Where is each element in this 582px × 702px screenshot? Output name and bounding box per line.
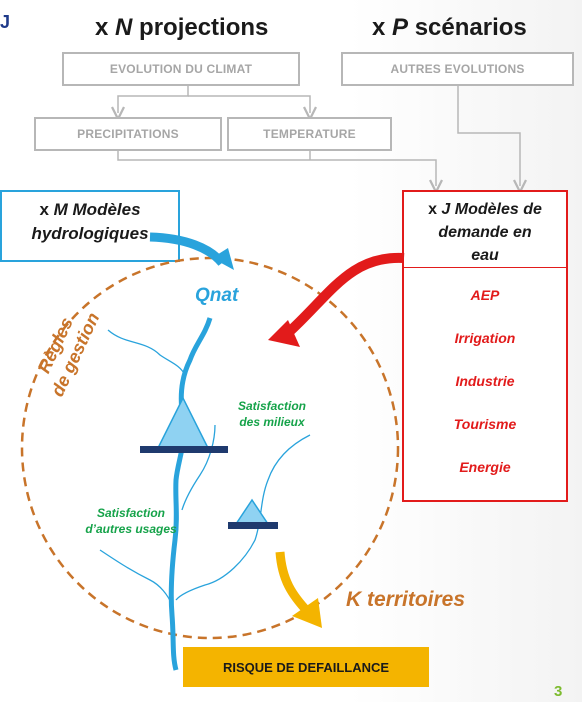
satisfaction-usages-line2: d’autres usages bbox=[85, 522, 177, 536]
box-autres-evolutions: AUTRES EVOLUTIONS bbox=[341, 52, 574, 86]
reservoir-2 bbox=[234, 498, 270, 525]
hydro-arrow-head bbox=[212, 248, 234, 270]
hydro-var: M bbox=[53, 200, 68, 219]
demand-item-irrigation: Irrigation bbox=[454, 330, 516, 346]
demand-item-tourisme: Tourisme bbox=[453, 416, 517, 432]
risk-arrow bbox=[275, 551, 312, 616]
demand-suffix: Modèles de bbox=[450, 201, 542, 218]
demand-arrow bbox=[284, 252, 405, 337]
heading-n-projections: x N projections bbox=[95, 14, 268, 42]
satisfaction-milieux-label: Satisfaction des milieux bbox=[222, 398, 322, 430]
satisfaction-milieux-line2: des milieux bbox=[239, 415, 305, 429]
heading-p-var: P bbox=[392, 14, 409, 41]
tributary-2 bbox=[181, 424, 216, 511]
demand-line2: demande en bbox=[438, 224, 532, 241]
hydro-models-line1: x M Modèles bbox=[2, 198, 178, 222]
qnat-label: Qnat bbox=[195, 285, 239, 306]
hydro-prefix: x bbox=[39, 200, 54, 219]
box-hydro-models: x M Modèles hydrologiques bbox=[0, 190, 180, 262]
risk-arrow-head bbox=[292, 598, 322, 628]
hydro-suffix: Modèles bbox=[67, 200, 141, 219]
demand-arrow-head bbox=[268, 320, 300, 347]
satisfaction-usages-line1: Satisfaction bbox=[96, 506, 165, 520]
box-precipitations: PRECIPITATIONS bbox=[34, 117, 222, 151]
tributary-3 bbox=[175, 434, 311, 601]
main-river bbox=[168, 317, 213, 671]
corner-mark: J bbox=[0, 12, 11, 32]
box-demand-models: x J Modèles de demande en eau AEP Irriga… bbox=[402, 190, 568, 502]
dam-2-bar bbox=[228, 522, 278, 529]
box-evolution-climat: EVOLUTION DU CLIMAT bbox=[62, 52, 300, 86]
heading-p-prefix: x bbox=[372, 14, 393, 41]
demand-item-energie: Energie bbox=[459, 459, 511, 475]
satisfaction-milieux-line1: Satisfaction bbox=[237, 399, 306, 413]
demand-item-aep: AEP bbox=[470, 287, 500, 303]
demand-items-list: AEP Irrigation Industrie Tourisme Energi… bbox=[404, 268, 566, 489]
dam-1-bar bbox=[140, 446, 228, 453]
heading-p-suffix: scénarios bbox=[408, 14, 527, 41]
reservoir-1 bbox=[156, 396, 210, 449]
page-number: 3 bbox=[554, 683, 563, 700]
tributary-4 bbox=[99, 549, 173, 606]
hydro-models-line2: hydrologiques bbox=[31, 224, 149, 243]
tributary-1 bbox=[107, 329, 186, 376]
heading-n-var: N bbox=[115, 14, 133, 41]
heading-n-suffix: projections bbox=[132, 14, 269, 41]
demand-line1: x J Modèles de bbox=[404, 198, 566, 221]
box-temperature: TEMPERATURE bbox=[227, 117, 392, 151]
demand-prefix: x bbox=[428, 201, 442, 218]
k-territoires-label: K territoires bbox=[346, 588, 466, 611]
heading-p-scenarios: x P scénarios bbox=[372, 14, 527, 42]
risque-defaillance-box: RISQUE DE DEFAILLANCE bbox=[183, 647, 429, 687]
demand-item-industrie: Industrie bbox=[455, 373, 515, 389]
demand-models-title: x J Modèles de demande en eau bbox=[404, 192, 566, 268]
heading-n-prefix: x bbox=[95, 14, 116, 41]
management-boundary-circle bbox=[20, 256, 400, 640]
demand-var: J bbox=[441, 201, 451, 218]
satisfaction-usages-label: Satisfaction d’autres usages bbox=[72, 505, 190, 537]
demand-line3: eau bbox=[471, 247, 499, 264]
